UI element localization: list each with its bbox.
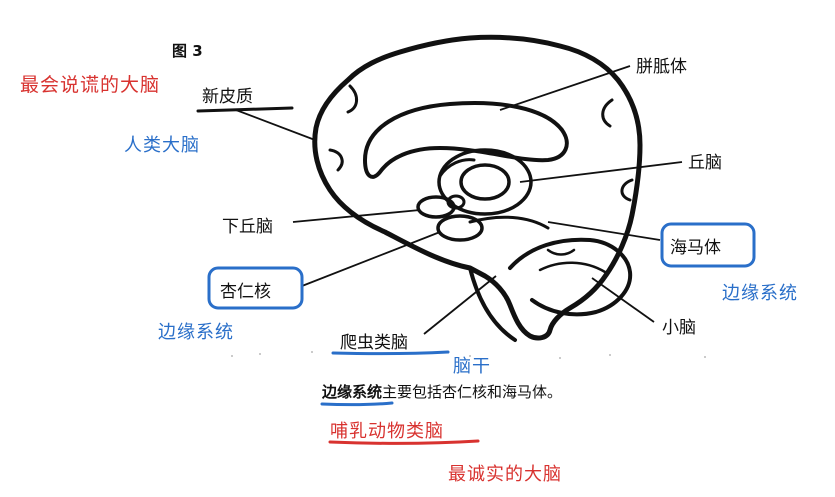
- caption-rest: 主要包括杏仁核和海马体。: [382, 383, 563, 401]
- caption: 边缘系统主要包括杏仁核和海马体。: [322, 381, 562, 402]
- brain-outline: [312, 34, 643, 341]
- neocortex-underline: [196, 106, 294, 113]
- neocortex-label: 新皮质: [202, 87, 253, 107]
- amygdala-shape: [436, 214, 484, 242]
- hypothalamus-label: 下丘脑: [222, 217, 273, 237]
- annotation-limbic-left: 边缘系统: [158, 322, 234, 343]
- caption-term: 边缘系统: [322, 383, 383, 401]
- annotation-limbic-right: 边缘系统: [722, 283, 798, 304]
- annotation-brainstem: 脑干: [453, 356, 491, 377]
- reptilian-brain-label: 爬虫类脑: [340, 333, 408, 353]
- cerebellum-outline: [508, 237, 633, 317]
- cerebellum-label: 小脑: [662, 318, 696, 338]
- reptilian-underline: [331, 350, 450, 356]
- thalamus-label: 丘脑: [688, 153, 722, 173]
- corpus-callosum-shape: [363, 101, 569, 179]
- figure-label: 图 3: [172, 42, 203, 60]
- annotation-lying-brain: 最会说谎的大脑: [20, 74, 161, 96]
- amygdala-box: [207, 266, 304, 310]
- hippocampus-box: [660, 222, 756, 268]
- hippocampus-label: 海马体: [670, 238, 721, 258]
- mammalian-underline: [328, 439, 480, 445]
- annotation-human-brain: 人类大脑: [124, 135, 200, 156]
- annotation-mammalian-brain: 哺乳动物类脑: [330, 421, 444, 442]
- limbic-term-underline: [320, 401, 394, 407]
- annotation-honest-brain: 最诚实的大脑: [448, 464, 562, 485]
- thalamus-shape: [437, 148, 533, 216]
- corpus-callosum-label: 胼胝体: [636, 57, 687, 77]
- amygdala-label: 杏仁核: [220, 282, 271, 302]
- hippocampus-shape: [468, 215, 550, 230]
